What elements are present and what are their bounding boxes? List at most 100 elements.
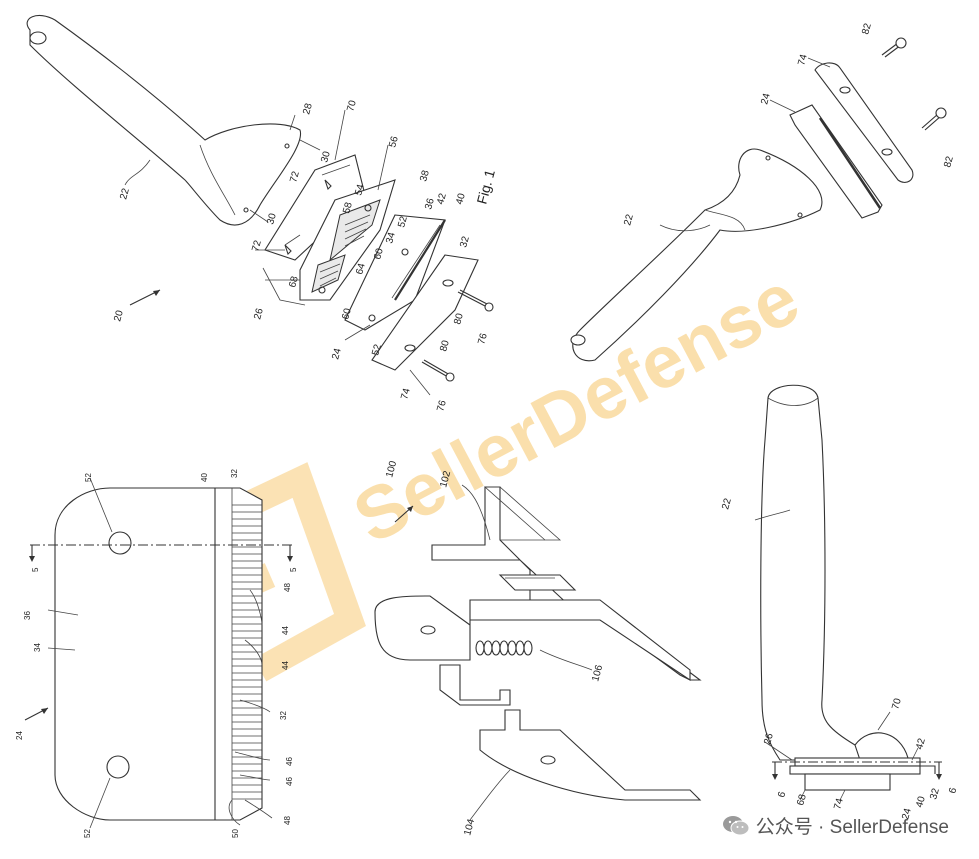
ref-32a: 32 <box>458 235 472 249</box>
fig4-spring-106 <box>475 640 533 656</box>
fig3-blade-plan-view: 52 52 40 32 5 5 36 34 24 48 44 44 32 46 … <box>15 469 298 838</box>
ref-54: 54 <box>353 183 367 197</box>
ref-104: 104 <box>462 817 477 836</box>
fig2-blade-24 <box>789 104 883 219</box>
ref-52a: 52 <box>396 215 410 229</box>
ref-70b: 70 <box>890 697 904 711</box>
ref-68b: 68 <box>795 793 809 807</box>
ref-24d: 24 <box>900 807 914 821</box>
fig2-assembled-view: 82 82 74 24 22 <box>570 22 956 362</box>
ref-52b: 52 <box>370 343 384 357</box>
ref-72b: 72 <box>250 239 264 253</box>
ref-64: 64 <box>354 262 368 276</box>
ref-60b: 60 <box>340 307 354 321</box>
ref-22b: 22 <box>622 213 636 227</box>
ref-50: 50 <box>231 829 240 838</box>
fig1-handle <box>26 15 302 226</box>
ref-36b: 36 <box>23 611 32 620</box>
fig2-handle <box>572 148 823 362</box>
ref-46a: 46 <box>285 757 294 766</box>
ref-24a: 24 <box>330 347 344 361</box>
ref-74c: 74 <box>832 797 846 811</box>
ref-70: 70 <box>345 99 359 113</box>
fig1-handle-contour <box>199 144 236 216</box>
fig1-screw-76b <box>421 359 455 382</box>
wechat-icon <box>722 815 750 837</box>
fig3-blade-body <box>54 487 263 821</box>
ref-102: 102 <box>438 469 453 488</box>
ref-30a: 30 <box>319 150 333 164</box>
ref-24c: 24 <box>15 731 24 740</box>
ref-76a: 76 <box>476 332 490 346</box>
fig1-blade-teeth <box>394 219 446 301</box>
account-footer: 公众号 · SellerDefense <box>722 812 949 839</box>
ref-68: 68 <box>287 275 301 289</box>
ref-76b: 76 <box>435 399 449 413</box>
ref-26: 26 <box>252 307 266 321</box>
fig5-plate-74 <box>804 773 891 791</box>
ref-44a: 44 <box>281 626 290 635</box>
ref-74a: 74 <box>399 387 413 401</box>
fig3-hole-top <box>108 531 132 555</box>
ref-5b: 5 <box>289 567 298 572</box>
ref-28: 28 <box>301 102 315 116</box>
ref-32b: 32 <box>230 469 239 478</box>
ref-22: 22 <box>118 187 132 201</box>
ref-40: 40 <box>454 192 468 206</box>
ref-48a: 48 <box>283 583 292 592</box>
ref-82b: 82 <box>942 155 956 169</box>
account-name: 公众号 · SellerDefense <box>755 817 949 838</box>
fig3-teeth <box>232 504 262 800</box>
ref-34b: 34 <box>33 643 42 652</box>
ref-42b: 42 <box>914 737 928 751</box>
fig1-hang-hole <box>29 31 47 45</box>
ref-74b: 74 <box>796 53 810 67</box>
fig1-blade-24 <box>344 214 446 331</box>
ref-72a: 72 <box>288 170 302 184</box>
ref-36: 36 <box>423 197 437 211</box>
fig5-head-70 <box>854 732 909 761</box>
fig1-screw-76a <box>457 289 494 312</box>
ref-40b: 40 <box>200 473 209 482</box>
ref-80a: 80 <box>452 312 466 326</box>
ref-38: 38 <box>418 169 432 183</box>
ref-46b: 46 <box>285 777 294 786</box>
fig1-plate-74 <box>371 254 479 371</box>
fig5-handle <box>760 384 872 761</box>
ref-40c: 40 <box>914 795 928 809</box>
ref-32d: 32 <box>928 787 942 801</box>
ref-32c: 32 <box>279 711 288 720</box>
ref-52c: 52 <box>84 473 93 482</box>
fig5-side-view: 22 26 70 42 6 68 74 24 40 32 6 <box>720 384 959 821</box>
ref-6b: 6 <box>947 786 959 795</box>
ref-106: 106 <box>590 663 605 682</box>
fig4-blade-104 <box>479 709 702 801</box>
ref-52d: 52 <box>83 829 92 838</box>
ref-58: 58 <box>341 201 355 215</box>
ref-42: 42 <box>435 192 449 206</box>
fig1-label: Fig. 1 <box>473 168 498 206</box>
ref-44b: 44 <box>281 661 290 670</box>
fig3-hole-bottom <box>106 755 130 779</box>
fig1-exploded-view: Fig. 1 20 22 28 30 30 70 56 72 72 54 58 … <box>26 15 498 413</box>
ref-34: 34 <box>384 231 398 245</box>
ref-22c: 22 <box>720 497 734 511</box>
ref-5a: 5 <box>31 567 40 572</box>
ref-100: 100 <box>384 459 399 478</box>
fig4-alternate-embodiment: 100 102 106 104 <box>374 459 702 837</box>
ref-24b: 24 <box>759 92 773 106</box>
fig2-screw-82b <box>921 107 947 131</box>
ref-60a: 60 <box>372 247 386 261</box>
ref-6a: 6 <box>776 790 788 799</box>
ref-48b: 48 <box>283 816 292 825</box>
ref-82a: 82 <box>860 22 874 36</box>
ref-30b: 30 <box>265 212 279 226</box>
fig2-screw-82a <box>881 37 907 58</box>
ref-80b: 80 <box>438 339 452 353</box>
fig4-lower-body <box>374 595 691 682</box>
ref-26b: 26 <box>762 732 776 746</box>
ref-56: 56 <box>387 135 401 149</box>
fig5-carrier-68 <box>789 765 921 775</box>
ref-20: 20 <box>112 309 126 323</box>
